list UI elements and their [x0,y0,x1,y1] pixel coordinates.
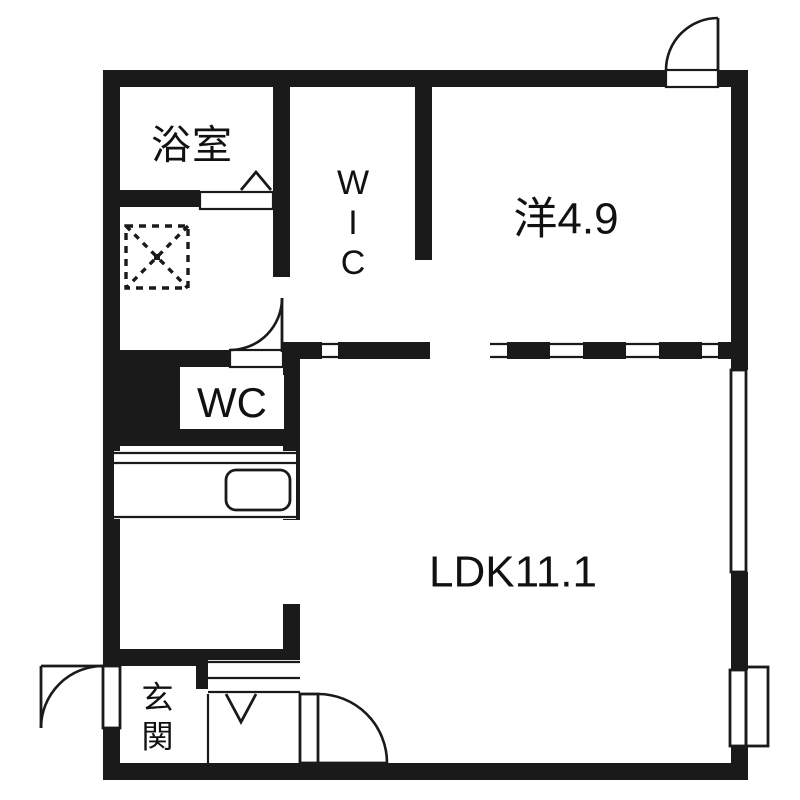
bathroom-label: 浴室 [151,124,233,168]
ldk-label: LDK11.1 [429,548,597,597]
kitchen-counter [114,451,296,519]
wc-label: WC [197,379,267,426]
shoe-cabinet [206,660,302,763]
wc-label-plate: WC [180,375,284,429]
wic-label-w: W [337,164,369,202]
washing-machine-space [124,224,190,290]
wc-door[interactable] [228,297,285,369]
ldk-entry-door[interactable] [298,692,389,765]
entrance-label-char2: 関 [141,718,174,754]
bathroom-folding-door[interactable] [198,169,275,211]
kitchen-sink [224,468,292,512]
bathroom-walls [120,87,290,277]
western-room-label: 洋4.9 [513,195,618,244]
entrance-walls [120,649,300,689]
window-right-lower [728,665,770,748]
wic-walls [415,87,432,260]
front-door[interactable] [39,664,122,730]
wic-label-i: I [348,204,357,242]
wic-label: W I C [337,164,369,282]
wic-label-c: C [341,244,366,282]
balcony-door-top[interactable] [664,16,720,89]
wc-walls [120,342,300,520]
outer-walls [103,70,748,780]
entrance-label-char1: 玄 [141,679,174,715]
partition-sliding-door[interactable] [300,342,732,359]
window-right-upper [729,368,748,574]
